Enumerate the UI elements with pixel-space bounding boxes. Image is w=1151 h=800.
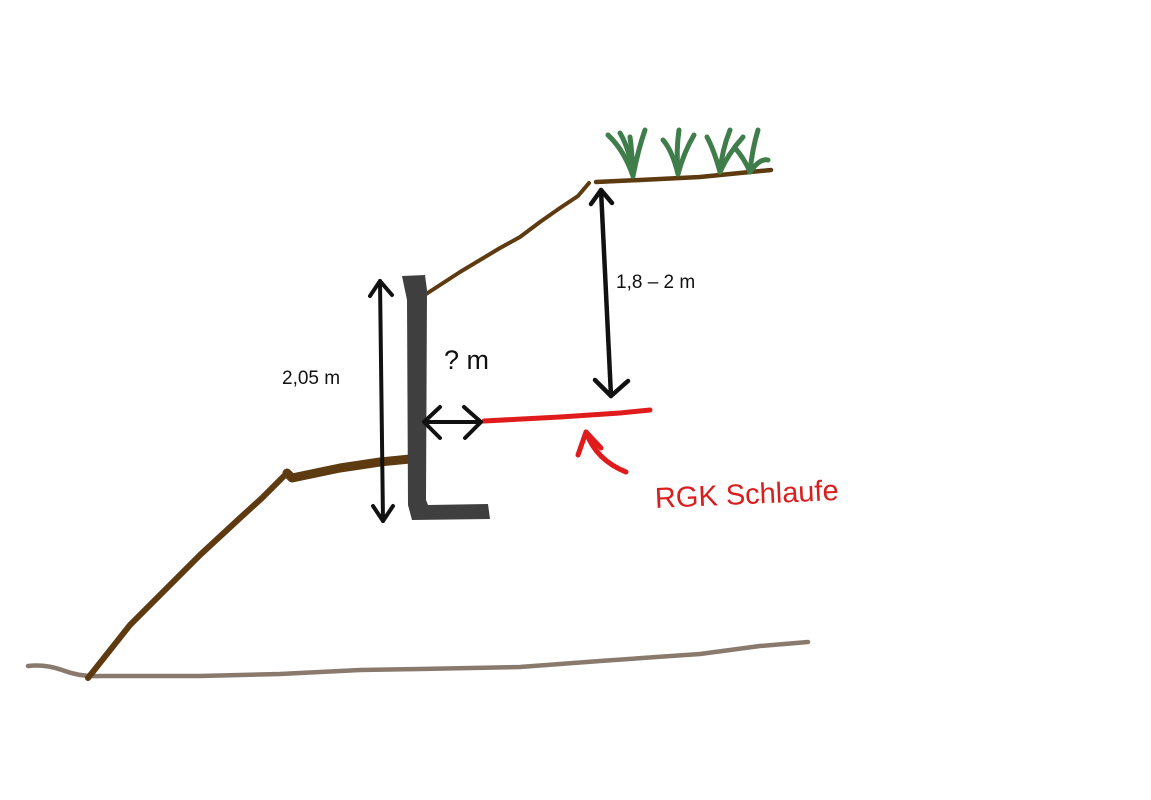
lower-slope	[85, 470, 290, 681]
grass-icon	[605, 127, 771, 179]
lower-terrace	[282, 454, 415, 483]
depth-arrow-icon	[588, 187, 631, 399]
retaining-wall	[402, 275, 490, 520]
pointer-arrow-icon	[575, 429, 629, 475]
top-surface	[593, 167, 774, 185]
unknown-distance-label: ? m	[444, 345, 490, 375]
wall-height-label: 2,05 m	[282, 368, 341, 389]
depth-label: 1,8 – 2 m	[616, 272, 696, 293]
upper-slope	[418, 181, 591, 300]
ground-line	[25, 639, 811, 679]
wall-height-arrow-icon	[368, 279, 395, 523]
distance-arrow-icon	[422, 405, 483, 440]
rgk-loop	[481, 407, 653, 424]
